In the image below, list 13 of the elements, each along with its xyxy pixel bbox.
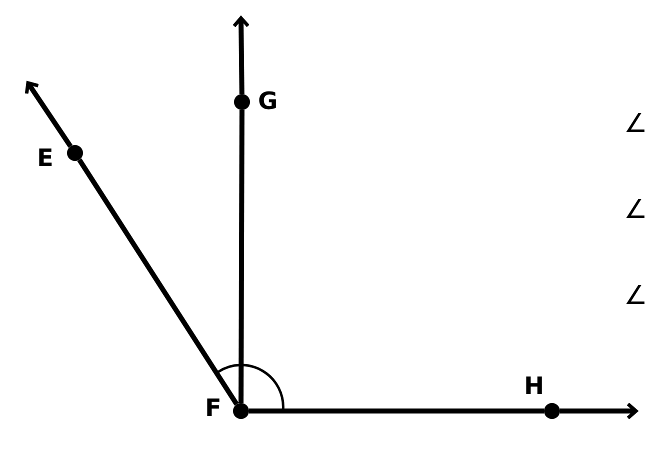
- angle-symbol: ∠: [624, 282, 646, 310]
- point-label: G: [258, 88, 278, 114]
- point-label: F: [205, 395, 222, 421]
- angle-symbol: ∠: [624, 110, 646, 138]
- ray-arrow: [232, 16, 250, 94]
- ray-segment: [77, 158, 239, 406]
- angle-symbol: ∠: [624, 196, 646, 224]
- ray-arrow: [24, 81, 73, 148]
- ray-segment: [249, 408, 544, 414]
- point-label: E: [37, 145, 54, 171]
- point-label: H: [524, 373, 544, 399]
- ray-segment: [238, 110, 244, 403]
- ray-arrow: [560, 402, 638, 420]
